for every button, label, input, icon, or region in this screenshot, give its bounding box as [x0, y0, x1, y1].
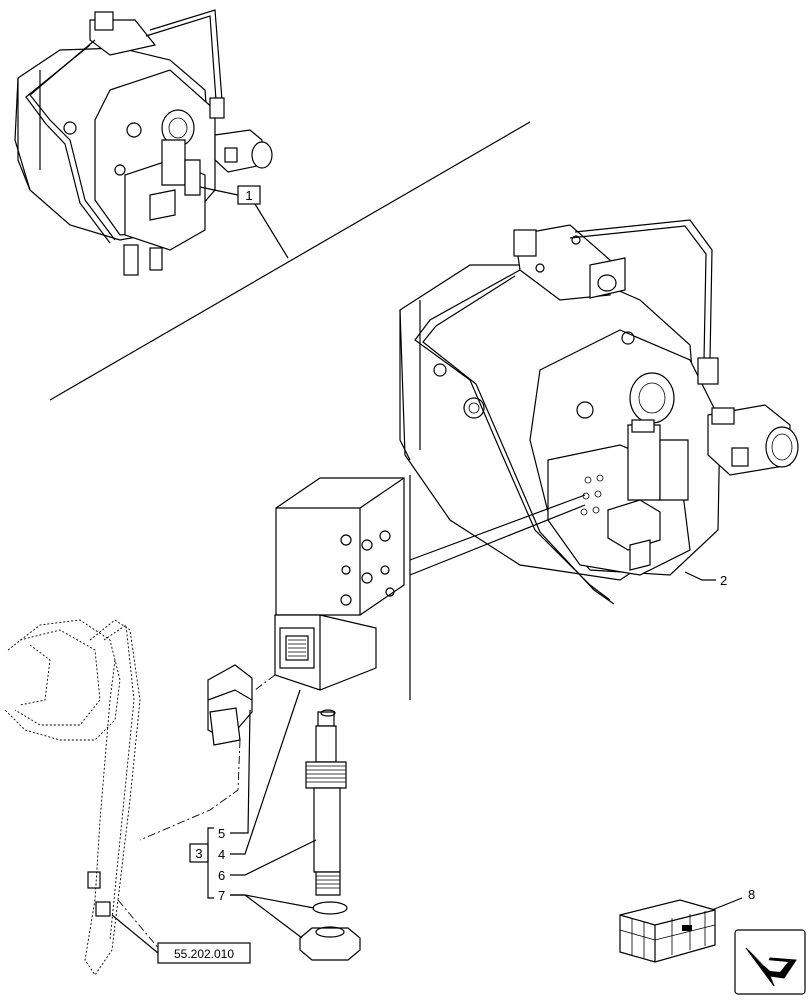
callout-7-label: 7 [218, 888, 225, 903]
callout-2: 2 [684, 571, 727, 588]
o-ring [312, 901, 348, 915]
callout-1-label: 1 [245, 188, 252, 203]
centerline-head [254, 674, 276, 691]
reference-link[interactable]: 55.202.010 [111, 914, 251, 964]
callout-5-label: 5 [218, 826, 225, 841]
centerline-cap [139, 739, 241, 841]
sensor-head [274, 614, 377, 691]
callout-4-label: 4 [218, 847, 225, 862]
callout-8-label: 8 [748, 887, 755, 902]
callout-8: 8 [711, 887, 755, 911]
callout-3-label: 3 [195, 846, 202, 861]
callout-group-3: 3 5 4 6 7 [189, 689, 317, 939]
callout-6-label: 6 [218, 868, 225, 883]
section-divider [49, 121, 531, 401]
explode-bracket [409, 475, 586, 700]
pump-assembly-small [14, 9, 273, 276]
reference-code[interactable]: 55.202.010 [174, 947, 234, 961]
next-page-arrow-icon[interactable] [734, 929, 806, 995]
callout-2-label: 2 [720, 573, 727, 588]
wiring-harness [4, 619, 161, 976]
connector-cap [207, 664, 253, 746]
nut [299, 926, 361, 961]
valve-block [275, 477, 405, 616]
crate-kit-icon [619, 899, 716, 963]
callout-1: 1 [199, 185, 289, 259]
pump-assembly-large [399, 219, 799, 605]
sensor-shaft [305, 709, 347, 896]
